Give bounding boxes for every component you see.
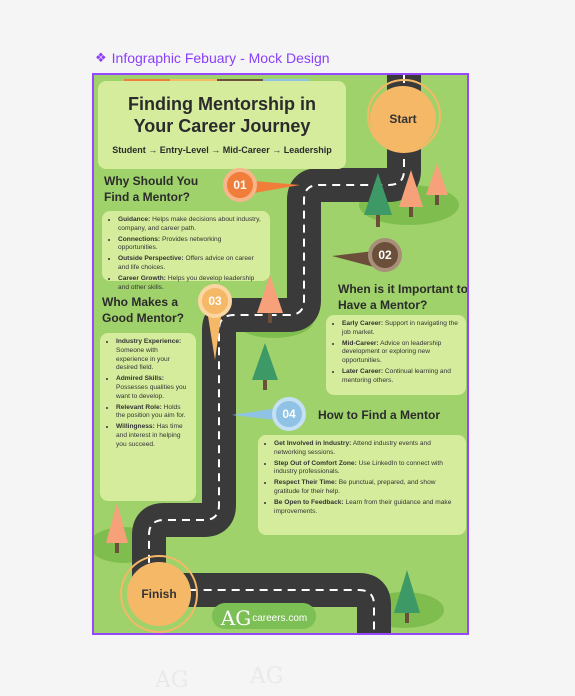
- page-title: Finding Mentorship in Your Career Journe…: [128, 94, 316, 136]
- frame-label-text: Infographic Febuary - Mock Design: [111, 50, 330, 66]
- section-heading-04: How to Find a Mentor: [318, 408, 440, 422]
- list-item: Early Career: Support in navigating the …: [342, 320, 458, 338]
- finish-marker: Finish: [127, 562, 191, 626]
- section-card-02: Early Career: Support in navigating the …: [326, 315, 466, 395]
- career-path: Student → Entry-Level → Mid-Career → Lea…: [112, 145, 332, 155]
- badge-03: 03: [198, 284, 232, 318]
- title-card: Finding Mentorship in Your Career Journe…: [98, 81, 346, 169]
- section-card-03: Industry Experience: Someone with experi…: [100, 333, 196, 501]
- ghost-logo: AG: [155, 668, 189, 693]
- list-item: Outside Perspective: Offers advice on ca…: [118, 255, 262, 273]
- frame-label[interactable]: ❖ Infographic Febuary - Mock Design: [95, 50, 330, 66]
- list-item: Guidance: Helps make decisions about ind…: [118, 216, 262, 234]
- infographic-frame[interactable]: Finding Mentorship in Your Career Journe…: [92, 73, 469, 635]
- list-item: Get Involved in Industry: Attend industr…: [274, 440, 458, 458]
- list-item: Connections: Provides networking opportu…: [118, 236, 262, 254]
- tree-icon: [106, 163, 448, 623]
- section-card-01: Guidance: Helps make decisions about ind…: [102, 211, 270, 291]
- list-item: Be Open to Feedback: Learn from their gu…: [274, 499, 458, 517]
- badge-02: 02: [368, 238, 402, 272]
- list-item: Step Out of Comfort Zone: Use LinkedIn t…: [274, 460, 458, 478]
- ghost-logo: AG: [250, 664, 284, 689]
- list-item: Industry Experience: Someone with experi…: [116, 338, 188, 373]
- section-heading-02: When is it Important to Have a Mentor?: [338, 282, 468, 312]
- badge-01: 01: [223, 168, 257, 202]
- ag-careers-logo: AG careers.com: [212, 603, 316, 629]
- color-stripes: [124, 79, 309, 82]
- list-item: Respect Their Time: Be punctual, prepare…: [274, 479, 458, 497]
- list-item: Relevant Role: Holds the position you ai…: [116, 404, 188, 422]
- list-item: Later Career: Continual learning and men…: [342, 368, 458, 386]
- component-diamond-icon: ❖: [95, 50, 107, 65]
- list-item: Willingness: Has time and interest in he…: [116, 423, 188, 449]
- list-item: Admired Skills: Possesses qualities you …: [116, 375, 188, 401]
- start-marker: Start: [370, 86, 436, 152]
- road-illustration: [94, 75, 459, 633]
- section-heading-01: Why Should You Find a Mentor?: [104, 174, 199, 204]
- section-card-04: Get Involved in Industry: Attend industr…: [258, 435, 466, 535]
- section-heading-03: Who Makes a Good Mentor?: [102, 295, 184, 325]
- list-item: Career Growth: Helps you develop leaders…: [118, 275, 262, 293]
- list-item: Mid-Career: Advice on leadership develop…: [342, 340, 458, 366]
- badge-04: 04: [272, 397, 306, 431]
